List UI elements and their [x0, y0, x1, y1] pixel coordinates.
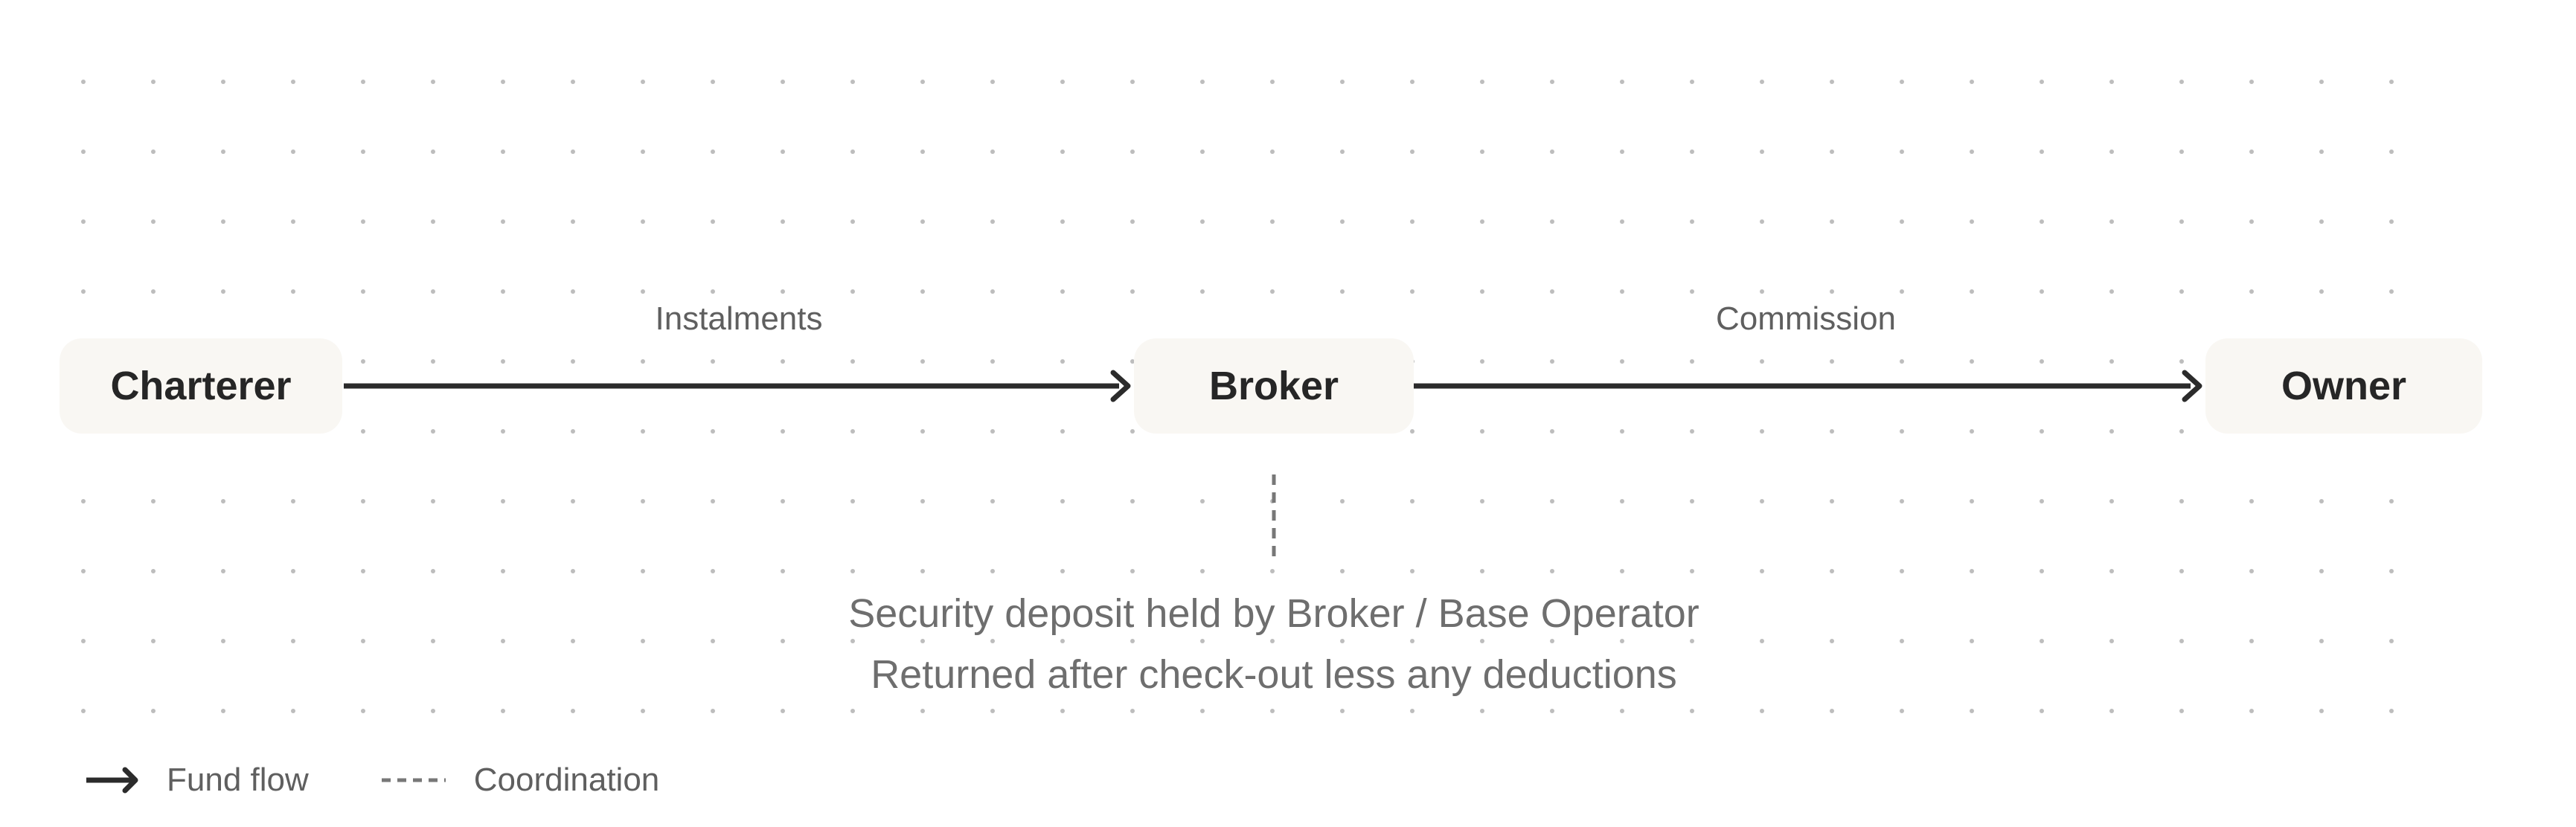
node-charterer: Charterer [60, 338, 342, 434]
node-owner-label: Owner [2281, 364, 2407, 408]
node-charterer-label: Charterer [110, 364, 292, 408]
arrowhead-broker [1110, 370, 1131, 402]
legend-item-coordination: Coordination [380, 762, 660, 799]
edge-label-commission: Commission [1715, 300, 1897, 337]
legend: Fund flow Coordination [83, 762, 731, 799]
node-owner: Owner [2205, 338, 2482, 434]
note-line-returned: Returned after check-out less any deduct… [871, 652, 1677, 697]
dashed-line-icon [381, 778, 446, 782]
legend-label-fund-flow: Fund flow [167, 762, 309, 798]
node-broker-label: Broker [1208, 364, 1339, 408]
node-broker: Broker [1134, 338, 1414, 434]
arrowhead-owner [2182, 370, 2202, 402]
edge-label-instalments: Instalments [655, 300, 823, 337]
solid-arrow-icon [86, 767, 138, 794]
note-line-deposit-held: Security deposit held by Broker / Base O… [848, 591, 1699, 636]
legend-item-fund-flow: Fund flow [83, 762, 309, 799]
legend-label-coordination: Coordination [473, 762, 660, 798]
